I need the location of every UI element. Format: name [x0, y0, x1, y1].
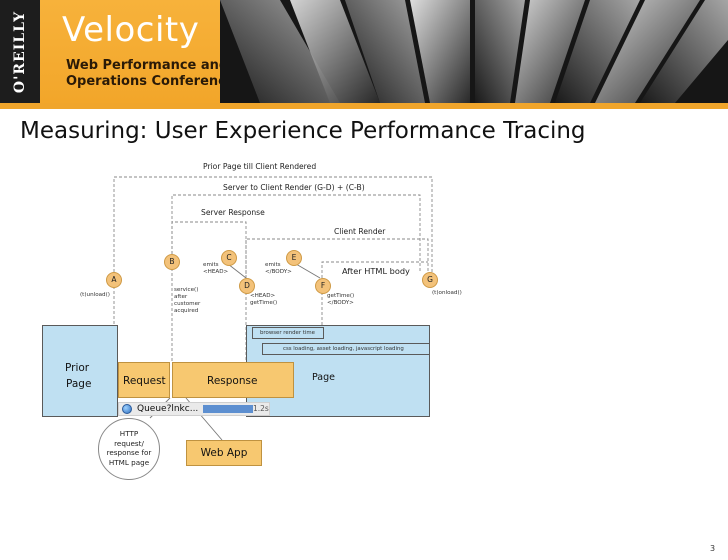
globe-icon: [122, 404, 132, 414]
browser-load-time: 1.2s: [253, 404, 269, 413]
publisher-logo: O'REILLY: [0, 0, 40, 103]
annotation-e-line: emits: [265, 262, 281, 268]
annotation-b-service: service() after customer acquired: [174, 287, 200, 315]
annotation-b-line: after: [174, 294, 188, 300]
browser-render-time-bar: browser render time: [252, 327, 324, 339]
annotation-c-line: <HEAD>: [203, 269, 229, 275]
annotation-d-head: <HEAD> getTime(): [250, 293, 277, 307]
marker-g: G: [422, 272, 438, 288]
span-client-render-bracket: [245, 238, 429, 278]
css-loading-label: css loading, asset loading, javascript l…: [283, 346, 404, 352]
label-server-response-span: Server Response: [201, 208, 265, 217]
response-box: Response: [172, 362, 294, 398]
marker-d: D: [239, 278, 255, 294]
http-request-bubble: HTTP request/ response for HTML page: [98, 418, 160, 480]
marker-a: A: [106, 272, 122, 288]
annotation-b-line: acquired: [174, 308, 199, 314]
browser-tab-title: Queue?lnkc...: [137, 404, 199, 414]
span-server-to-client-bracket: [171, 194, 421, 272]
prior-page-label-line1: Prior: [65, 362, 90, 374]
connector-e-f: [295, 263, 321, 279]
page-label: Page: [312, 372, 335, 383]
span-after-html-bracket: [321, 261, 428, 278]
annotation-a-unload: (t)unload(): [80, 292, 110, 298]
marker-b: B: [164, 254, 180, 270]
bubble-line: HTTP: [119, 429, 139, 438]
annotation-d-line: <HEAD>: [250, 293, 276, 299]
label-after-html-span: After HTML body: [342, 266, 410, 276]
web-app-box: Web App: [186, 440, 262, 466]
label-client-render-span: Client Render: [334, 227, 386, 236]
annotation-c-emits: emits <HEAD>: [203, 262, 228, 276]
bubble-line: request/: [114, 438, 144, 448]
header-banner: O'REILLY Velocity Web Performance and Op…: [0, 0, 728, 103]
conference-title: Velocity: [62, 10, 200, 50]
annotation-d-line: getTime(): [250, 300, 278, 306]
slide-title: Measuring: User Experience Performance T…: [20, 118, 586, 144]
brand-panel: [40, 0, 220, 103]
marker-c: C: [221, 250, 237, 266]
browser-render-time-label: browser render time: [260, 330, 315, 336]
span-server-response-bracket: [171, 221, 247, 278]
request-label: Request: [123, 375, 166, 387]
label-prior-page-span: Prior Page till Client Rendered: [203, 162, 317, 171]
response-label: Response: [207, 375, 258, 387]
annotation-b-line: service(): [174, 287, 199, 293]
slide-number: 3: [710, 544, 716, 553]
span-prior-page-bracket: [113, 176, 433, 272]
bubble-line: response for: [106, 448, 152, 457]
conference-subtitle-line2: Operations Conference: [66, 74, 235, 89]
bubble-line: HTML page: [108, 457, 150, 467]
label-server-to-client-span: Server to Client Render (G-D) + (C-B): [223, 183, 365, 192]
annotation-b-line: customer: [174, 301, 201, 307]
header-rule: [0, 103, 728, 109]
annotation-e-emits: emits </BODY>: [265, 262, 292, 276]
annotation-f-line: getTime(): [327, 293, 355, 299]
conference-subtitle-line1: Web Performance and: [66, 58, 229, 73]
annotation-e-line: </BODY>: [265, 269, 292, 275]
turbine-photo-image: [220, 0, 728, 103]
annotation-c-line: emits: [203, 262, 219, 268]
prior-page-box: Prior Page: [42, 325, 118, 417]
marker-e: E: [286, 250, 302, 266]
annotation-f-line: </BODY>: [327, 300, 354, 306]
browser-progress-bar: [203, 405, 253, 413]
marker-f: F: [315, 278, 331, 294]
annotation-f-gettime: getTime() </BODY>: [327, 293, 354, 307]
css-loading-bar: css loading, asset loading, javascript l…: [262, 343, 430, 355]
browser-status-bar: Queue?lnkc... 1.2s: [118, 402, 270, 416]
prior-page-label-line2: Page: [66, 378, 92, 390]
annotation-g-onload: (t)onload(): [432, 290, 462, 296]
connector-c-d: [227, 263, 247, 279]
request-box: Request: [118, 362, 170, 398]
header-photo: [220, 0, 728, 103]
